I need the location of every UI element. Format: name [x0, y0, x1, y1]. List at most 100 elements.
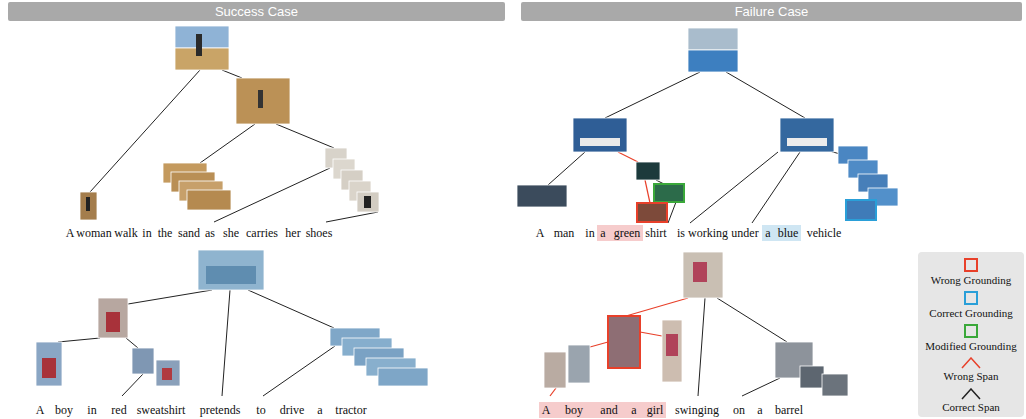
span-lines: [90, 70, 378, 222]
sentence-word: A: [536, 226, 545, 240]
wrong-span-line: [626, 298, 688, 316]
image-crop: [378, 368, 428, 386]
span-lines: [548, 72, 840, 223]
image-crop: [800, 366, 824, 388]
sentence-word: in: [142, 226, 151, 240]
image-detail: [580, 138, 620, 146]
sentence-word: pretends: [200, 403, 241, 417]
sentence-word: in: [585, 226, 594, 240]
span-line: [58, 338, 100, 342]
span-lines: [58, 290, 335, 396]
span-line: [668, 202, 676, 223]
sentence-word: boy: [565, 403, 583, 417]
image-crop: [636, 162, 660, 180]
sentence-word: a: [631, 403, 636, 417]
legend-caret: [961, 357, 981, 369]
figure-silhouette: [258, 90, 263, 108]
sentence-word: shoes: [306, 226, 333, 240]
modified-grounding-box: [654, 184, 684, 202]
legend-swatch: [964, 324, 978, 338]
span-line: [690, 152, 778, 223]
image-crop: [780, 118, 834, 152]
span-line: [605, 72, 700, 118]
correct-grounding-box: [846, 200, 876, 220]
legend-panel: [918, 252, 1024, 417]
legend-text: Correct Span: [942, 401, 1000, 414]
image-detail: [693, 262, 707, 282]
legend-text: Correct Grounding: [929, 307, 1012, 320]
image-detail: [206, 266, 256, 284]
sentence-word: red: [111, 403, 126, 417]
image-crop: [80, 192, 97, 220]
sentence-word: green: [614, 226, 641, 240]
wrong-grounding-box: [637, 203, 667, 222]
image-detail: [106, 312, 120, 332]
sentence-word: to: [256, 403, 265, 417]
span-line: [752, 152, 800, 223]
sentence-word: her: [285, 226, 300, 240]
image-crop: [517, 185, 567, 207]
caret-line: [962, 358, 980, 368]
sentence-word: working: [688, 226, 728, 240]
sentence-word: carries: [246, 226, 278, 240]
span-line: [698, 298, 705, 396]
sentence-word: under: [731, 226, 758, 240]
image-crop: [198, 250, 264, 290]
wrong-span-line: [645, 180, 650, 203]
wrong-span-lines: [550, 298, 688, 396]
legend-caret: [961, 388, 981, 400]
legend-text: Wrong Span: [944, 370, 999, 383]
image-crop: [187, 190, 231, 210]
legend-swatch: [964, 258, 978, 272]
span-line: [222, 70, 242, 78]
wrong-span-line: [550, 388, 556, 396]
image-detail: [787, 138, 827, 146]
sentence-word: sweatshirt: [137, 403, 186, 417]
span-line: [326, 212, 378, 222]
sentence-word: drive: [280, 403, 305, 417]
image-crop: [688, 28, 738, 50]
image-crop: [156, 360, 180, 386]
caret-line: [962, 389, 980, 399]
image-crop: [683, 252, 723, 298]
image-crops: [544, 252, 848, 396]
sentence-word: sand: [178, 226, 200, 240]
sentence-word: the: [158, 226, 173, 240]
sentence-word: a: [757, 403, 762, 417]
sentence-word: a: [600, 226, 605, 240]
section-header: Failure Case: [521, 2, 1022, 21]
sentence-word: swinging: [675, 403, 719, 417]
wrong-span-line: [640, 332, 662, 336]
span-line: [126, 338, 138, 348]
wrong-span-line: [590, 342, 608, 347]
sentence-word: as: [205, 226, 215, 240]
image-crops: [80, 26, 379, 220]
image-crop: [822, 374, 848, 396]
image-crop: [662, 320, 682, 382]
sentence-word: she: [223, 226, 239, 240]
span-line: [248, 290, 334, 328]
figure-silhouette: [364, 196, 371, 208]
span-line: [122, 374, 143, 396]
sentence-word: vehicle: [807, 226, 842, 240]
image-crop: [357, 192, 379, 212]
legend-text: Wrong Grounding: [931, 274, 1012, 287]
image-crop: [98, 298, 128, 338]
image-crops: [517, 28, 898, 207]
image-crop: [132, 348, 154, 374]
image-crop: [236, 78, 290, 124]
section-header: Success Case: [8, 2, 505, 21]
sentence-word: A: [66, 226, 75, 240]
span-line: [717, 298, 787, 342]
sentence-word: girl: [647, 403, 664, 417]
image-detail: [666, 334, 678, 356]
sentence-word: woman: [76, 226, 111, 240]
span-line: [200, 124, 255, 163]
sentence-word: shirt: [645, 226, 666, 240]
span-line: [222, 290, 230, 396]
header-text: Failure Case: [735, 4, 809, 19]
span-lines: [698, 298, 787, 396]
header-text: Success Case: [215, 4, 298, 19]
sentence-word: A: [36, 403, 45, 417]
